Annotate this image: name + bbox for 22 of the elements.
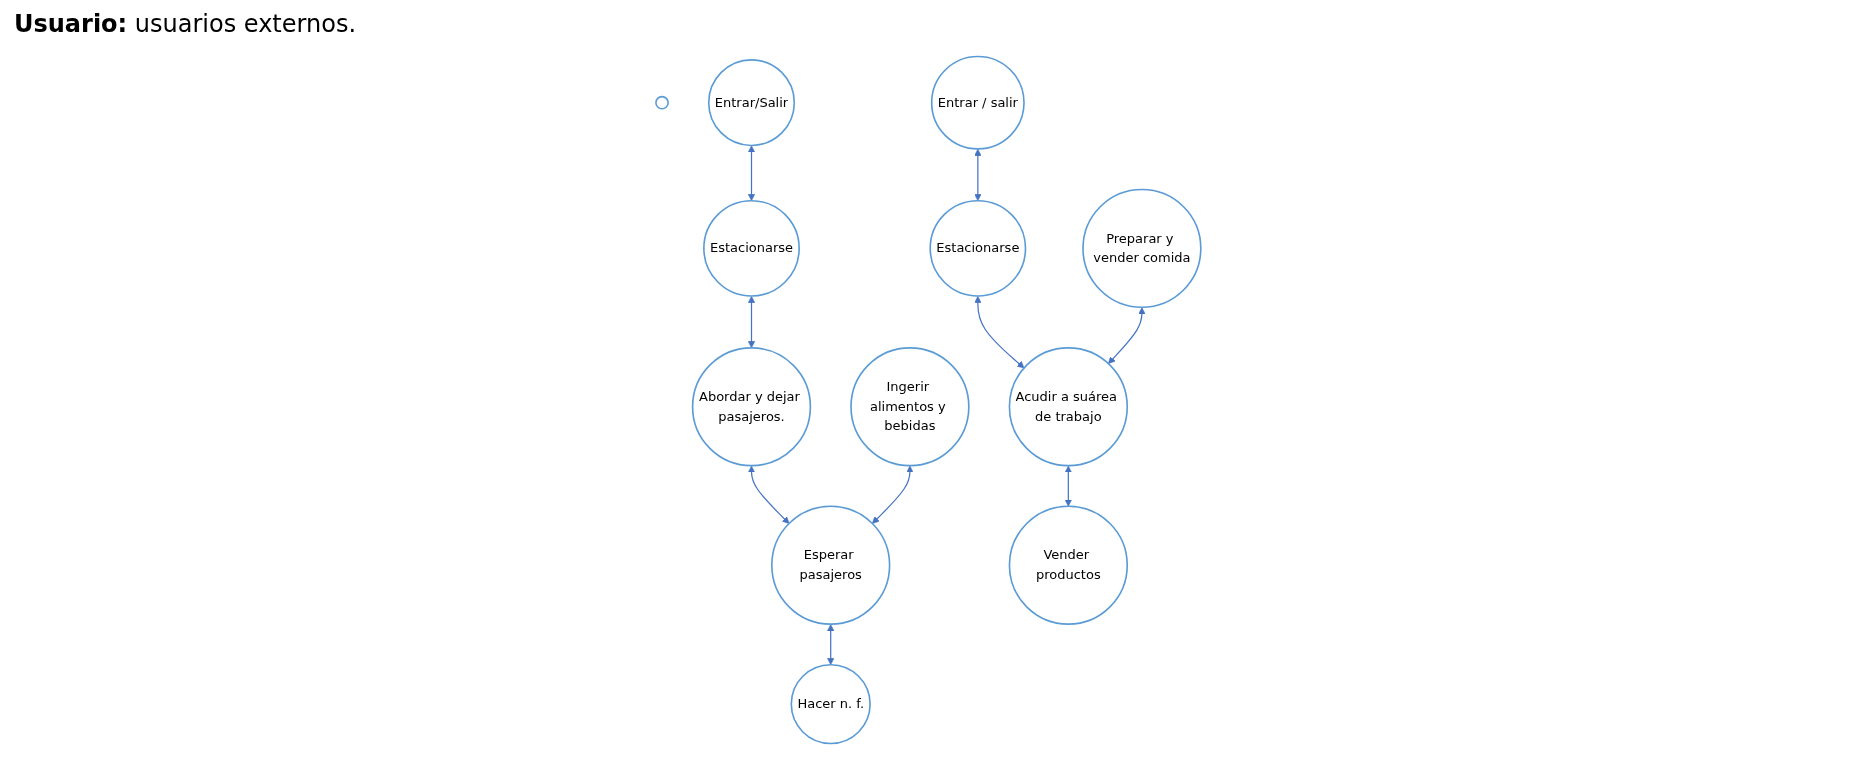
node-circle: Entrar / salir <box>930 55 1025 150</box>
arrow <box>1064 465 1072 507</box>
node-circle: Ingerir alimentos y bebidas <box>849 347 970 467</box>
node-circle: Entrar/Salir <box>707 59 795 147</box>
arrow <box>747 465 790 524</box>
node-circle: Vender productos <box>1008 505 1128 625</box>
arrow <box>973 296 1024 369</box>
node-circle: Preparar y vender comida <box>1081 188 1202 309</box>
arrow <box>747 296 755 349</box>
note-text: Usuario: usuarios externos. <box>14 10 356 38</box>
node-circle <box>654 95 669 110</box>
arrow <box>747 145 755 202</box>
arrow <box>871 465 914 524</box>
node-circle: Acudir a suárea de trabajo <box>1008 347 1128 467</box>
node-circle: Estacionarse <box>702 199 800 297</box>
node-circle: Estacionarse <box>929 199 1026 297</box>
node-circle: Hacer n. f. <box>790 663 871 745</box>
node-circle: Abordar y dejar pasajeros. <box>691 347 811 467</box>
arrow <box>973 148 982 202</box>
node-circle: Esperar pasajeros <box>770 505 891 625</box>
arrow <box>1107 307 1146 364</box>
arrow <box>826 624 834 665</box>
